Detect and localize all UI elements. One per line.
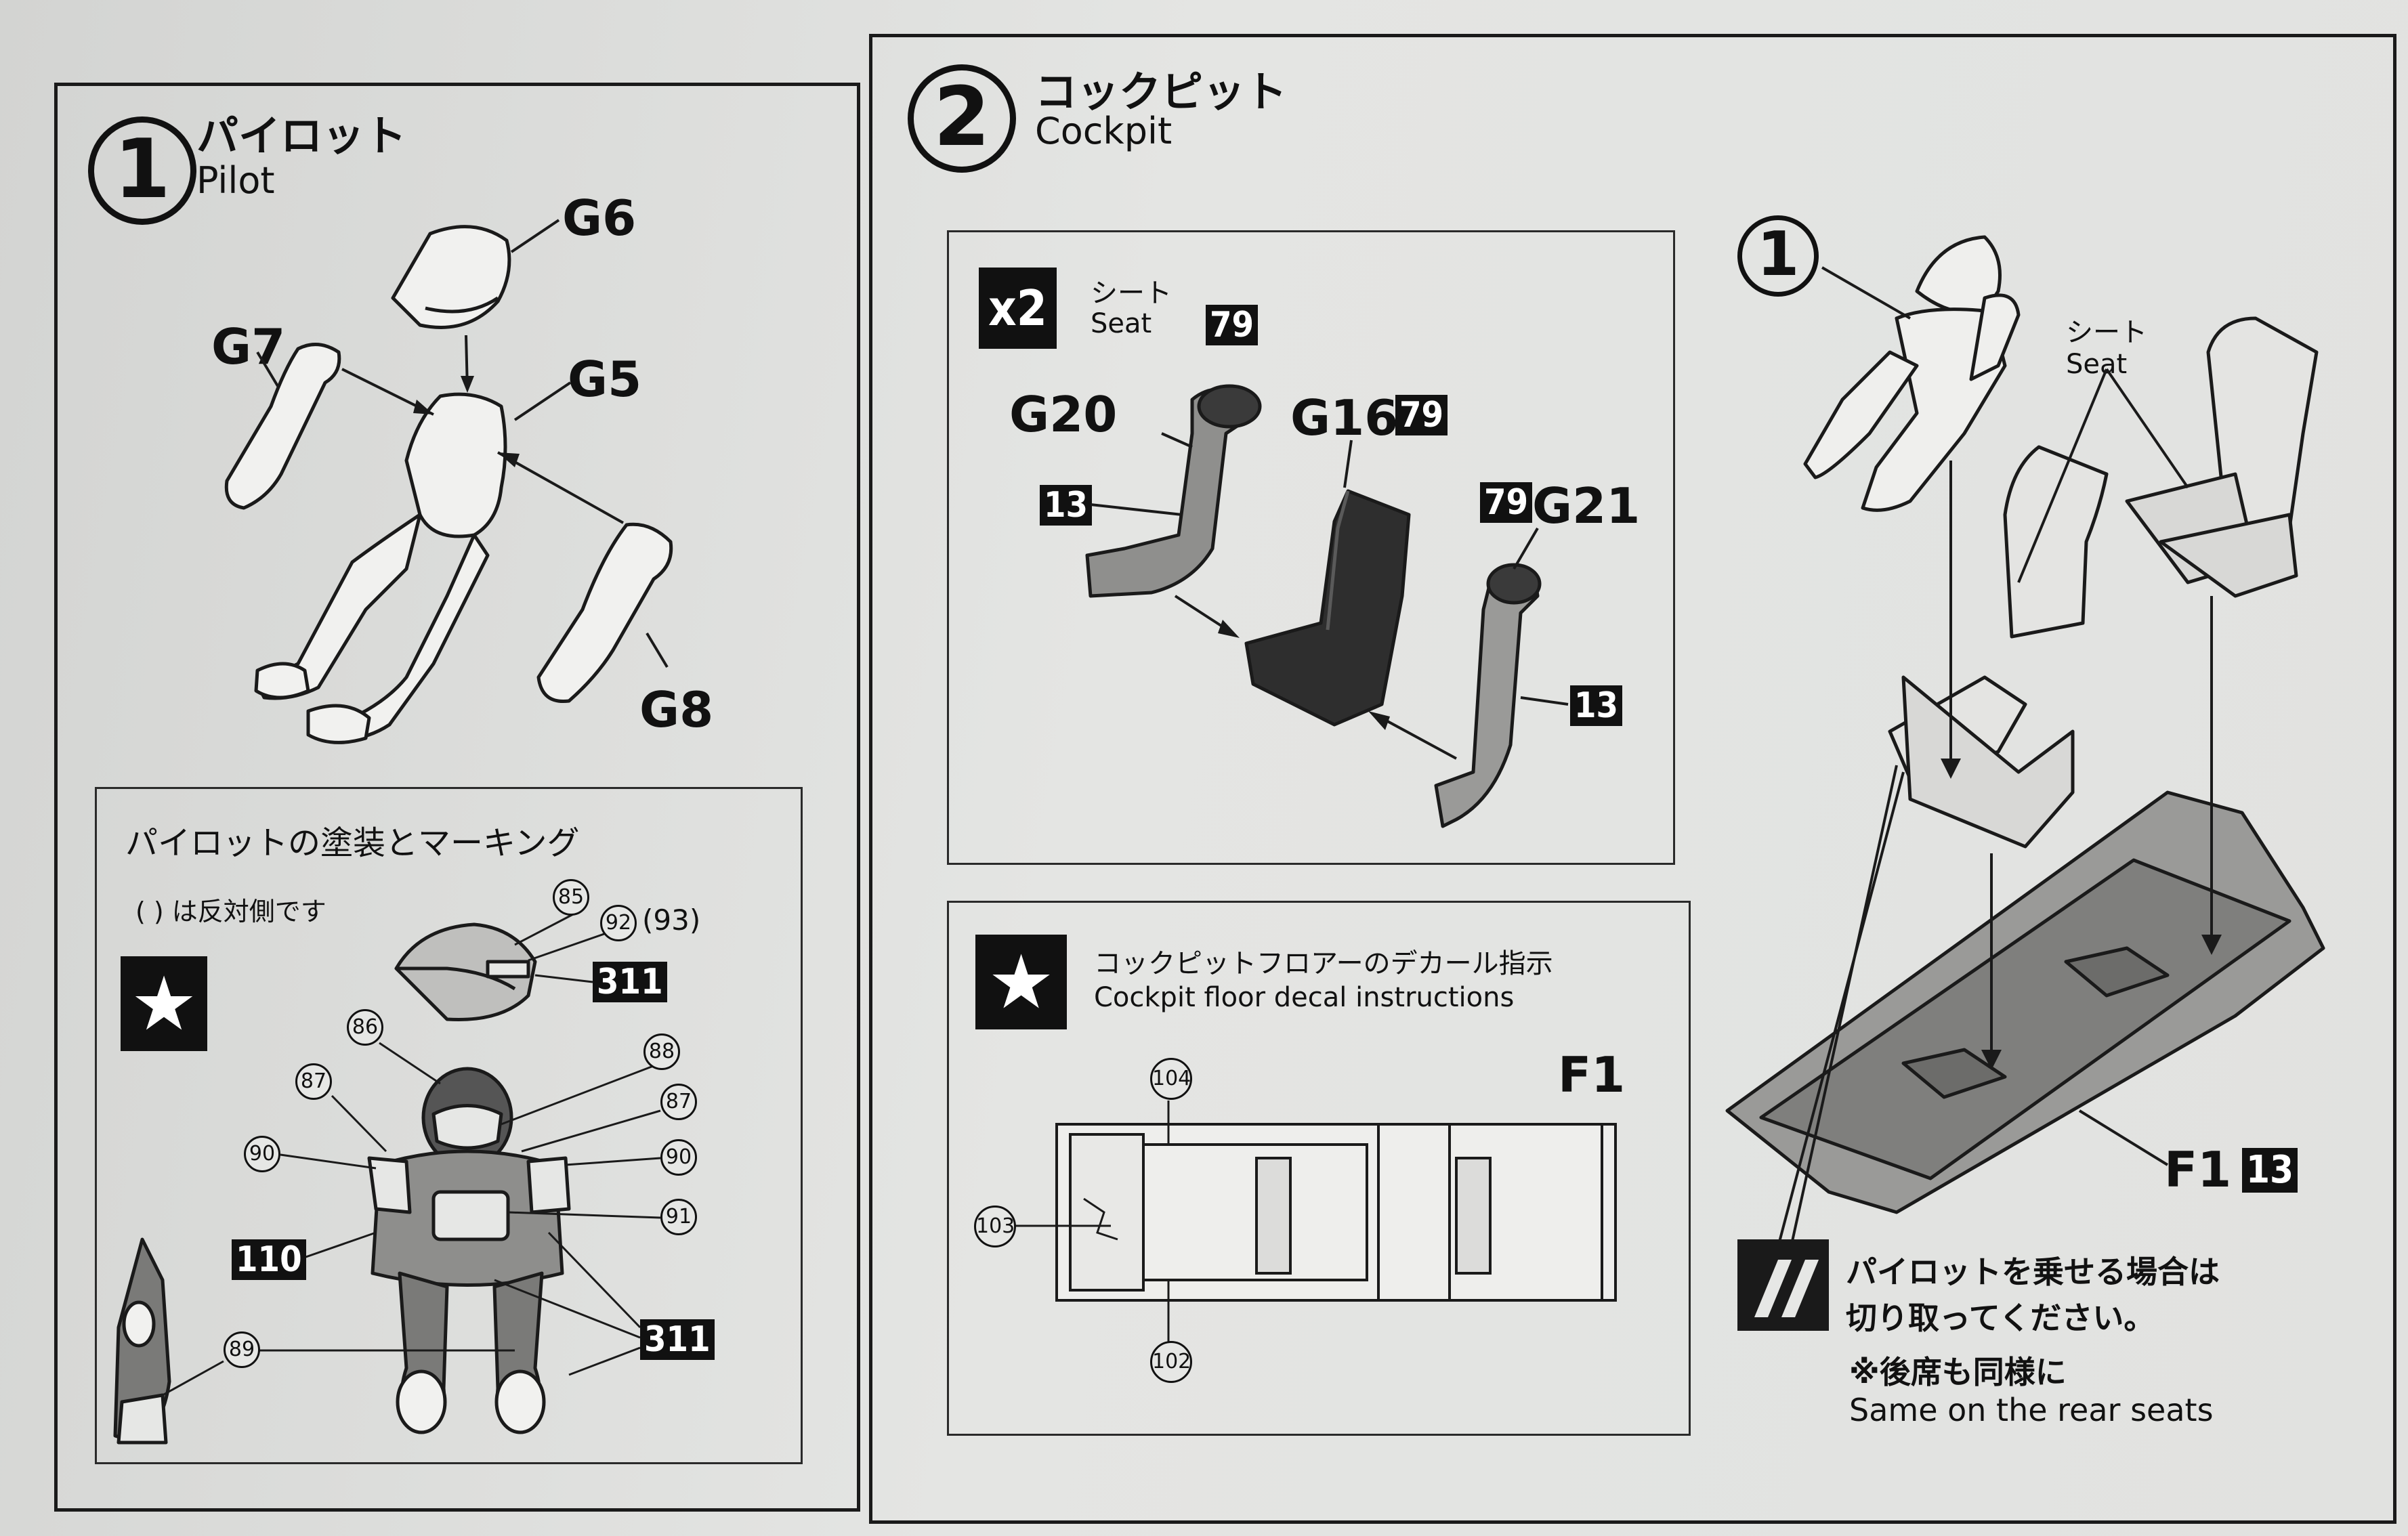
- cockpit-panel: [869, 34, 2396, 1524]
- decal-box: [947, 901, 1691, 1436]
- callout-86: 86: [347, 1009, 383, 1046]
- tag-13-g20: 13: [1040, 485, 1093, 526]
- part-g5: G5: [568, 351, 642, 408]
- rear-note-ja: ※後席も同様に: [1849, 1354, 2067, 1390]
- assembly-seat-ja: シート: [2066, 317, 2147, 348]
- tag-79-g21: 79: [1480, 482, 1533, 523]
- part-g6: G6: [562, 190, 637, 247]
- seat-box: [947, 230, 1675, 865]
- callout-87-left: 87: [295, 1063, 332, 1100]
- assembly-seat-en: Seat: [2066, 349, 2128, 380]
- ref-step-1: 1: [1737, 215, 1819, 297]
- star-icon-decal: ★: [975, 935, 1067, 1029]
- cut-note-line-1: パイロットを乗せる場合は: [1846, 1254, 2220, 1290]
- part-g21: G21: [1532, 477, 1641, 534]
- part-g7: G7: [211, 318, 286, 375]
- callout-311-body: 311: [640, 1319, 715, 1360]
- callout-87-right: 87: [660, 1084, 697, 1120]
- rear-note-en: Same on the rear seats: [1849, 1392, 2214, 1428]
- callout-88: 88: [643, 1033, 680, 1070]
- painting-title: パイロットの塗装とマーキング: [125, 824, 580, 862]
- decal-103: 103: [974, 1206, 1016, 1247]
- cut-icon: [1737, 1239, 1829, 1331]
- seat-multiplier: x2: [979, 268, 1057, 349]
- callout-93: (93): [642, 903, 701, 937]
- tag-13-g21: 13: [1570, 685, 1623, 726]
- step-2-title-ja: コックピット: [1035, 67, 1288, 116]
- callout-90-left: 90: [244, 1136, 280, 1172]
- painting-marking-box: [95, 787, 803, 1464]
- part-g20: G20: [1009, 386, 1118, 443]
- step-1-number: 1: [88, 116, 196, 225]
- assembly-floor-tag-13: 13: [2242, 1148, 2298, 1193]
- callout-90-right: 90: [660, 1139, 697, 1176]
- step-1-title-ja: パイロット: [196, 111, 407, 161]
- part-g16: G16: [1290, 389, 1399, 446]
- part-g8: G8: [639, 681, 714, 738]
- decal-title-en: Cockpit floor decal instructions: [1094, 982, 1515, 1013]
- cut-note-line-2: 切り取ってください。: [1846, 1300, 2155, 1336]
- callout-89: 89: [224, 1331, 260, 1368]
- step-2-title-en: Cockpit: [1035, 110, 1173, 152]
- painting-note: ( ) は反対側です: [135, 897, 326, 926]
- seat-label-en: Seat: [1091, 308, 1152, 339]
- decal-title-ja: コックピットフロアーのデカール指示: [1094, 948, 1553, 979]
- step-1-title-en: Pilot: [196, 159, 275, 202]
- decal-part-f1: F1: [1558, 1046, 1626, 1103]
- star-icon: ★: [121, 956, 207, 1051]
- seat-label-ja: シート: [1091, 278, 1172, 309]
- tag-79-g20: 79: [1206, 305, 1259, 345]
- callout-85: 85: [553, 879, 589, 916]
- pilot-panel: [54, 83, 860, 1512]
- tag-79-g16: 79: [1395, 395, 1448, 435]
- callout-92: 92: [600, 905, 637, 941]
- step-2-number: 2: [908, 64, 1016, 173]
- callout-91: 91: [660, 1199, 697, 1235]
- decal-102: 102: [1150, 1341, 1192, 1383]
- decal-104: 104: [1150, 1058, 1192, 1100]
- assembly-floor-f1: F1: [2164, 1141, 2232, 1198]
- callout-311-helmet: 311: [593, 962, 667, 1002]
- callout-110: 110: [232, 1239, 306, 1280]
